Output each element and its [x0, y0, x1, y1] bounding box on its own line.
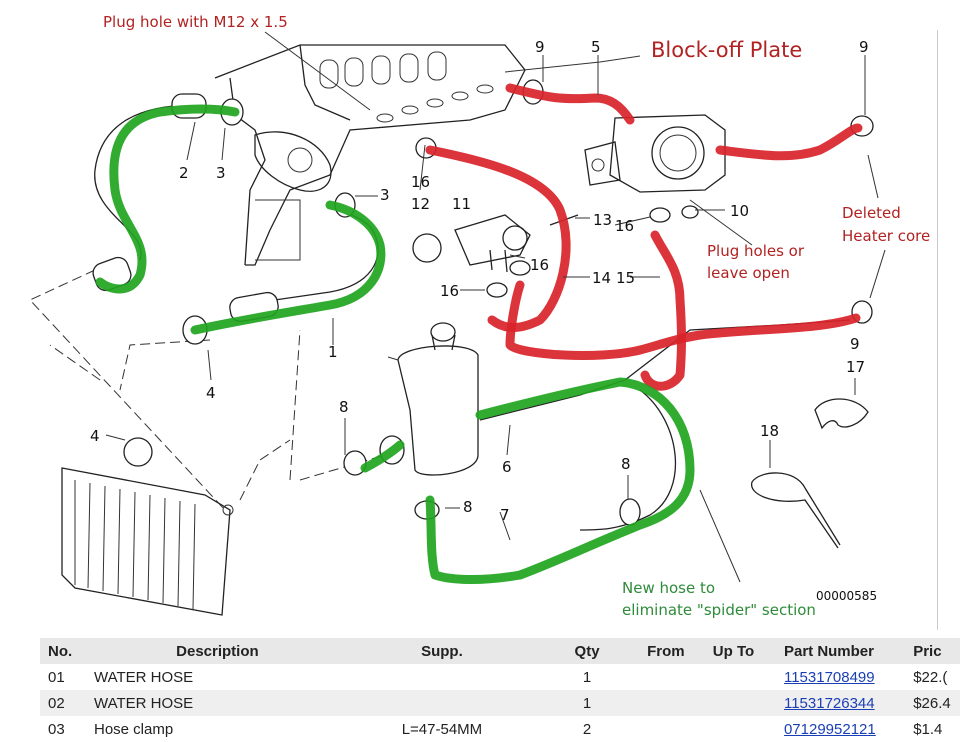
part-label: 5 [591, 38, 601, 56]
table-row: 02 WATER HOSE 1 11531726344 $26.4 [40, 690, 960, 716]
row-up-to [704, 690, 776, 716]
part-label: 18 [760, 422, 779, 440]
hose-outlines [92, 79, 874, 531]
new-hoses [95, 104, 695, 584]
row-supp [348, 690, 536, 716]
part-label: 3 [380, 186, 390, 204]
row-no: 01 [48, 668, 65, 686]
cooling-system-diagram: 1 2 3 3 4 4 5 6 7 8 8 8 9 9 9 10 11 12 1… [29, 13, 930, 619]
column-header-qty: Qty [535, 638, 640, 664]
part-label: 8 [339, 398, 349, 416]
row-from [639, 716, 705, 742]
part-label: 4 [206, 384, 216, 402]
annotations: Plug hole with M12 x 1.5 Block-off Plate… [103, 13, 930, 619]
removed-hoses [425, 83, 863, 391]
column-header-no: No. [40, 638, 86, 664]
table-header-row: No. Description Supp. Qty From Up To Par… [40, 638, 960, 664]
part-label: 12 [411, 195, 430, 213]
row-supp [349, 664, 535, 690]
strap-18 [751, 472, 841, 549]
column-header-price: Pric [905, 638, 960, 664]
row-up-to [705, 716, 776, 742]
deleted-heater-note-line2: Heater core [842, 227, 930, 245]
table-row: 03 Hose clamp L=47-54MM 2 07129952121 $1… [40, 716, 960, 742]
part-label: 16 [440, 282, 459, 300]
part-label: 4 [90, 427, 100, 445]
part-label: 15 [616, 269, 635, 287]
part-label: 11 [452, 195, 471, 213]
part-label: 14 [592, 269, 611, 287]
plug-hole-note: Plug hole with M12 x 1.5 [103, 13, 288, 31]
expansion-tank [387, 322, 479, 476]
part-label: 7 [500, 506, 510, 524]
row-from [639, 690, 705, 716]
new-hose-note-line2: eliminate "spider" section [622, 601, 816, 619]
column-header-up-to: Up To [704, 638, 776, 664]
part-label: 17 [846, 358, 865, 376]
part-label: 8 [621, 455, 631, 473]
part-label: 16 [615, 217, 634, 235]
part-labels: 1 2 3 3 4 4 5 6 7 8 8 8 9 9 9 10 11 12 1… [90, 38, 869, 524]
row-part-number-cell: 11531726344 [775, 690, 906, 716]
clamp-17 [814, 398, 869, 430]
part-label: 1 [328, 343, 338, 361]
part-label: 2 [179, 164, 189, 182]
deleted-heater-note-line1: Deleted [842, 204, 901, 222]
column-header-description: Description [86, 638, 349, 664]
row-description: WATER HOSE [94, 668, 194, 686]
part-label: 16 [411, 173, 430, 191]
part-label: 9 [859, 38, 869, 56]
leader-lines [105, 31, 886, 583]
plug-holes-note-line1: Plug holes or [707, 242, 805, 260]
part-label: 8 [463, 498, 473, 516]
part-number-link[interactable]: 11531726344 [783, 694, 875, 712]
row-part-number-cell: 11531708499 [776, 664, 905, 690]
table-row: 01 WATER HOSE 1 11531708499 $22.( [40, 664, 960, 690]
part-label: 9 [850, 335, 860, 353]
row-no: 02 [40, 690, 86, 716]
row-price: $1.4 [913, 720, 943, 738]
row-up-to [705, 664, 776, 690]
row-description: WATER HOSE [86, 690, 349, 716]
new-hose-note-line1: New hose to [622, 579, 715, 597]
row-price: $22.( [913, 668, 948, 686]
diagram-id-code: 00000585 [816, 589, 877, 603]
parts-table: No. Description Supp. Qty From Up To Par… [40, 638, 960, 742]
radiator [61, 467, 234, 616]
row-price: $26.4 [905, 690, 960, 716]
part-label: 6 [502, 458, 512, 476]
assembly-lines [29, 269, 386, 511]
part-label: 3 [216, 164, 226, 182]
row-no: 03 [48, 720, 65, 738]
row-from [639, 664, 705, 690]
row-qty: 1 [582, 668, 592, 686]
part-label: 16 [530, 256, 549, 274]
divider [937, 30, 938, 630]
row-description: Hose clamp [94, 720, 174, 738]
part-label: 13 [593, 211, 612, 229]
part-label: 10 [730, 202, 749, 220]
part-label: 9 [535, 38, 545, 56]
row-qty: 1 [535, 690, 640, 716]
part-number-link[interactable]: 11531708499 [783, 668, 875, 686]
control-valve [412, 214, 579, 273]
part-number-link[interactable]: 07129952121 [783, 720, 876, 738]
row-supp: L=47-54MM [401, 720, 483, 738]
row-qty: 2 [582, 720, 592, 738]
row-part-number-cell: 07129952121 [776, 716, 905, 742]
plug-holes-note-line2: leave open [707, 264, 790, 282]
column-header-from: From [639, 638, 705, 664]
column-header-supp: Supp. [348, 638, 536, 664]
throttle-body [584, 114, 726, 193]
block-off-plate-note: Block-off Plate [651, 38, 802, 62]
column-header-part-number: Part Number [775, 638, 906, 664]
